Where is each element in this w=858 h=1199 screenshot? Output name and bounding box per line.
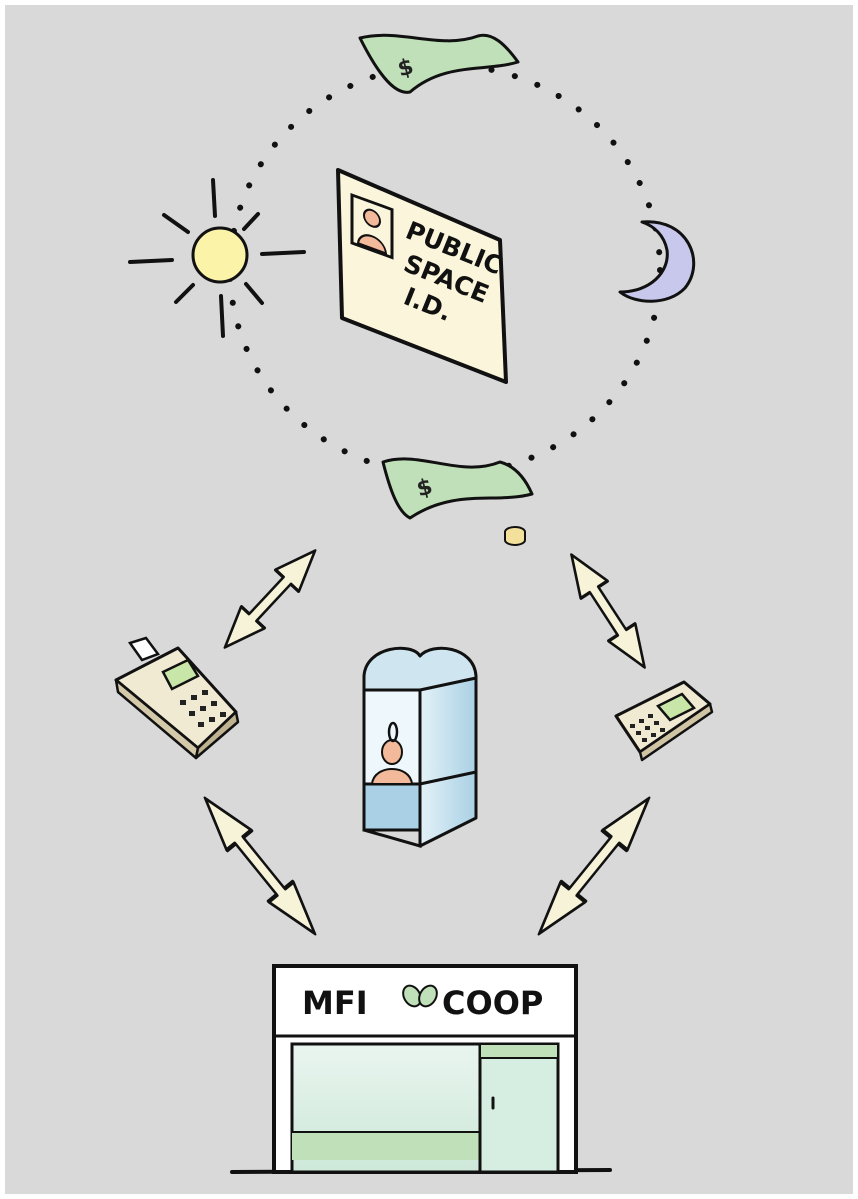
kiosk-icon xyxy=(364,648,476,846)
sign-text-left: MFI xyxy=(302,984,368,1022)
sign-text-right: COOP xyxy=(442,984,543,1022)
coin-icon xyxy=(505,527,525,545)
mfi-coop-storefront: MFI COOP xyxy=(232,966,610,1172)
